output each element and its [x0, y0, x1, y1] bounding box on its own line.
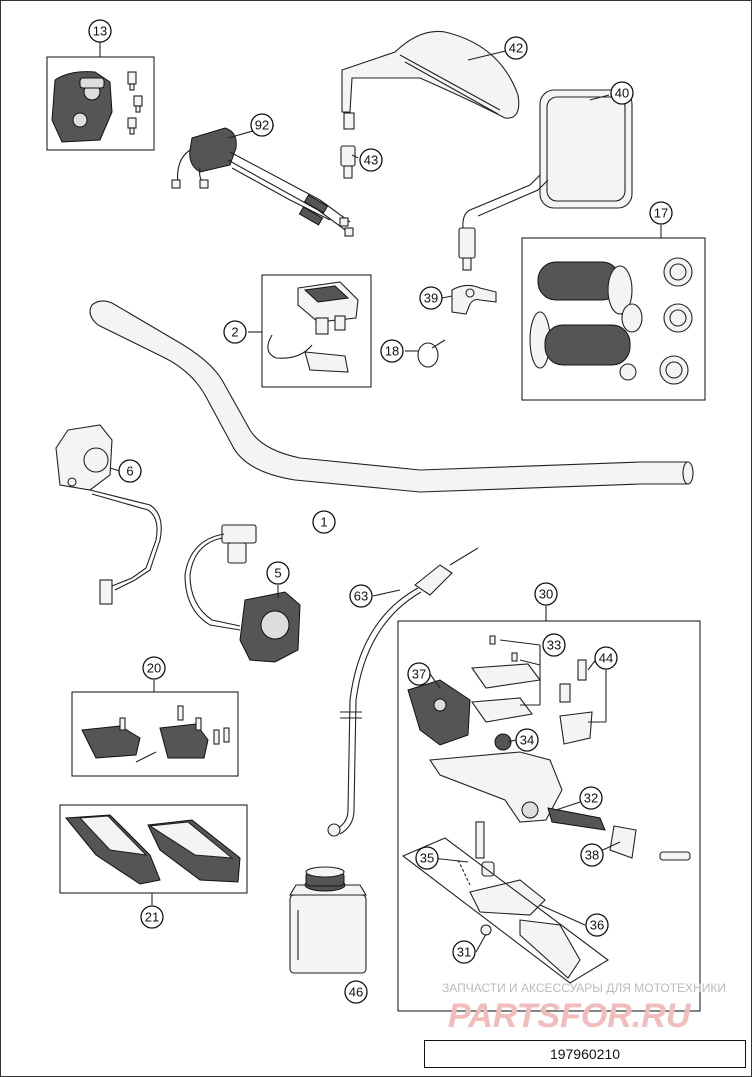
svg-text:63: 63	[354, 589, 368, 604]
svg-text:1: 1	[320, 515, 327, 530]
callout-35: 35	[415, 846, 439, 870]
brake-fluid-36	[289, 866, 367, 974]
callout-18: 18	[380, 339, 404, 363]
callout-13: 13	[88, 19, 112, 43]
callout-1: 1	[312, 510, 336, 534]
callout-32: 32	[579, 786, 603, 810]
svg-text:39: 39	[424, 291, 438, 306]
grips-17	[529, 257, 693, 385]
callout-38: 36	[585, 913, 609, 937]
svg-text:37: 37	[412, 667, 426, 682]
watermark-caption: ЗАПЧАСТИ И АКСЕССУАРЫ ДЛЯ МОТОТЕХНИКИ	[442, 981, 726, 995]
callout-44: 43	[359, 148, 383, 172]
switch-6	[55, 424, 162, 605]
svg-text:92: 92	[255, 118, 269, 133]
mounting-kit-20	[81, 705, 230, 763]
callout-21: 21	[140, 905, 164, 929]
callout-37: 37	[407, 662, 431, 686]
leader-lines	[109, 49, 621, 953]
svg-text:46: 46	[349, 985, 363, 1000]
bolt-44	[340, 145, 356, 179]
callout-42: 40	[610, 81, 634, 105]
svg-text:34: 34	[520, 733, 534, 748]
clutch-line-63	[327, 547, 479, 837]
svg-text:40: 40	[615, 86, 629, 101]
callout-46: 44	[594, 646, 618, 670]
group-box-17	[521, 237, 706, 401]
cable-tie-18	[417, 339, 446, 368]
callout-39: 38	[580, 843, 604, 867]
svg-text:21: 21	[145, 910, 159, 925]
svg-text:35: 35	[420, 851, 434, 866]
callout-2: 2	[223, 320, 247, 344]
svg-text:44: 44	[599, 651, 613, 666]
group-box-30	[397, 620, 701, 1012]
group-box-2	[261, 274, 372, 388]
mirror-clamp-40	[451, 284, 497, 315]
group-box-20	[71, 691, 239, 777]
callout-40: 39	[419, 286, 443, 310]
svg-text:38: 38	[585, 848, 599, 863]
svg-text:31: 31	[457, 945, 471, 960]
svg-text:43: 43	[364, 153, 378, 168]
callout-17: 17	[649, 201, 673, 225]
svg-text:17: 17	[654, 206, 668, 221]
svg-text:18: 18	[385, 344, 399, 359]
diagram-code: 197960210	[424, 1040, 746, 1068]
svg-text:42: 42	[509, 41, 523, 56]
callout-31: 31	[452, 940, 476, 964]
watermark-logo: PARTSFOR.RU	[448, 997, 692, 1035]
callout-33: 33	[542, 633, 566, 657]
master-cylinder-30	[401, 635, 691, 984]
callout-30: 30	[534, 582, 558, 606]
svg-text:20: 20	[147, 661, 161, 676]
throttle-92	[171, 127, 354, 237]
callout-43: 42	[504, 36, 528, 60]
svg-text:33: 33	[547, 638, 561, 653]
callout-36: 46	[344, 980, 368, 1004]
switch-5	[184, 524, 301, 663]
callout-92: 92	[250, 113, 274, 137]
mirror-42	[458, 89, 633, 271]
mirror-43	[341, 30, 520, 130]
svg-text:13: 13	[93, 24, 107, 39]
svg-text:2: 2	[231, 325, 238, 340]
svg-text:30: 30	[539, 587, 553, 602]
svg-text:6: 6	[126, 464, 133, 479]
switch-13	[51, 71, 143, 143]
callout-6: 6	[118, 459, 142, 483]
callout-5: 5	[266, 561, 290, 585]
group-box-21	[59, 804, 248, 894]
handlebar	[89, 300, 694, 493]
svg-text:36: 36	[590, 918, 604, 933]
handguards-21	[65, 814, 241, 885]
callout-20: 20	[142, 656, 166, 680]
svg-text:5: 5	[274, 566, 281, 581]
svg-text:32: 32	[584, 791, 598, 806]
cover-2	[267, 281, 359, 373]
callout-63: 63	[349, 584, 373, 608]
callout-34: 34	[515, 728, 539, 752]
